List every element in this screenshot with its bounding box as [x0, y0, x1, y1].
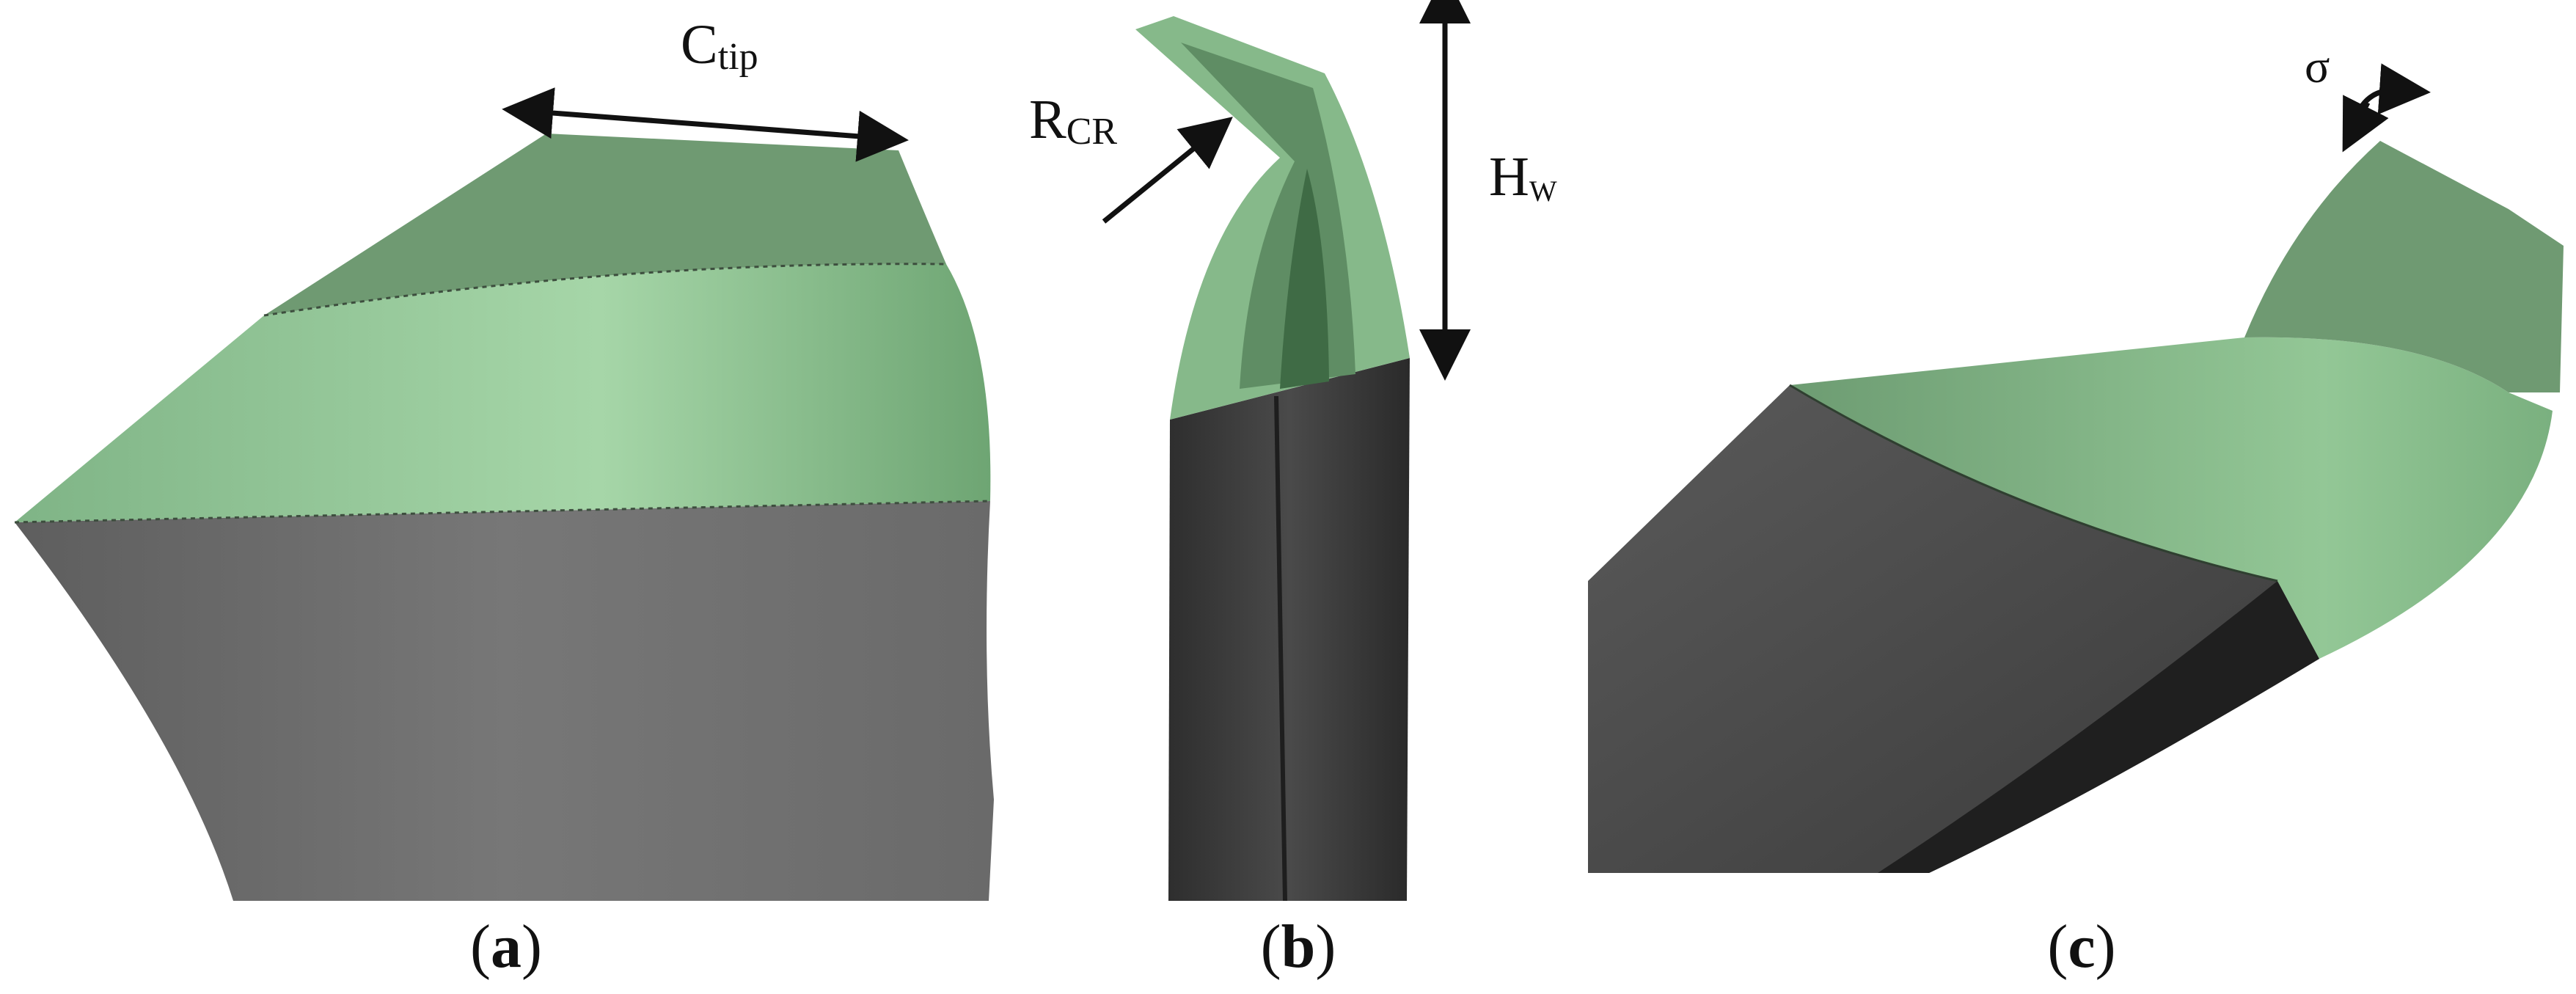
panel-a-blade-body — [15, 501, 994, 901]
panel-a-ctip-arrow — [502, 87, 909, 162]
panel-a-winglet-lower — [15, 263, 991, 522]
panel-c: σ (c) — [1588, 40, 2564, 981]
panel-b: RCR HW (b) — [1029, 0, 1557, 981]
panel-c-blade-edge — [1878, 581, 2319, 873]
panel-c-winglet-surface — [1790, 337, 2553, 659]
panel-a-ctip-label: Ctip — [681, 14, 758, 78]
panel-b-blade-edge — [1274, 395, 1287, 902]
panel-a-winglet-upper — [264, 134, 946, 315]
panel-a-caption: (a) — [470, 913, 542, 981]
panel-c-winglet-tip — [2244, 141, 2564, 392]
panel-c-seam — [1789, 384, 2278, 582]
panel-b-blade-body — [1168, 358, 1410, 901]
panel-b-rcr-arrow — [1102, 117, 1233, 224]
panel-c-sigma-label: σ — [2305, 40, 2330, 92]
panel-c-caption: (c) — [2047, 913, 2115, 981]
panel-b-rcr-label: RCR — [1029, 89, 1117, 153]
panel-b-caption: (b) — [1261, 913, 1336, 981]
panel-a: Ctip (a) — [14, 14, 994, 981]
panel-a-seam-upper — [263, 263, 947, 317]
panel-b-winglet-channel — [1280, 169, 1329, 389]
panel-b-hw-label: HW — [1489, 146, 1557, 208]
panel-c-sigma-arrow-back — [2342, 95, 2389, 153]
panel-a-seam-lower — [14, 500, 991, 524]
